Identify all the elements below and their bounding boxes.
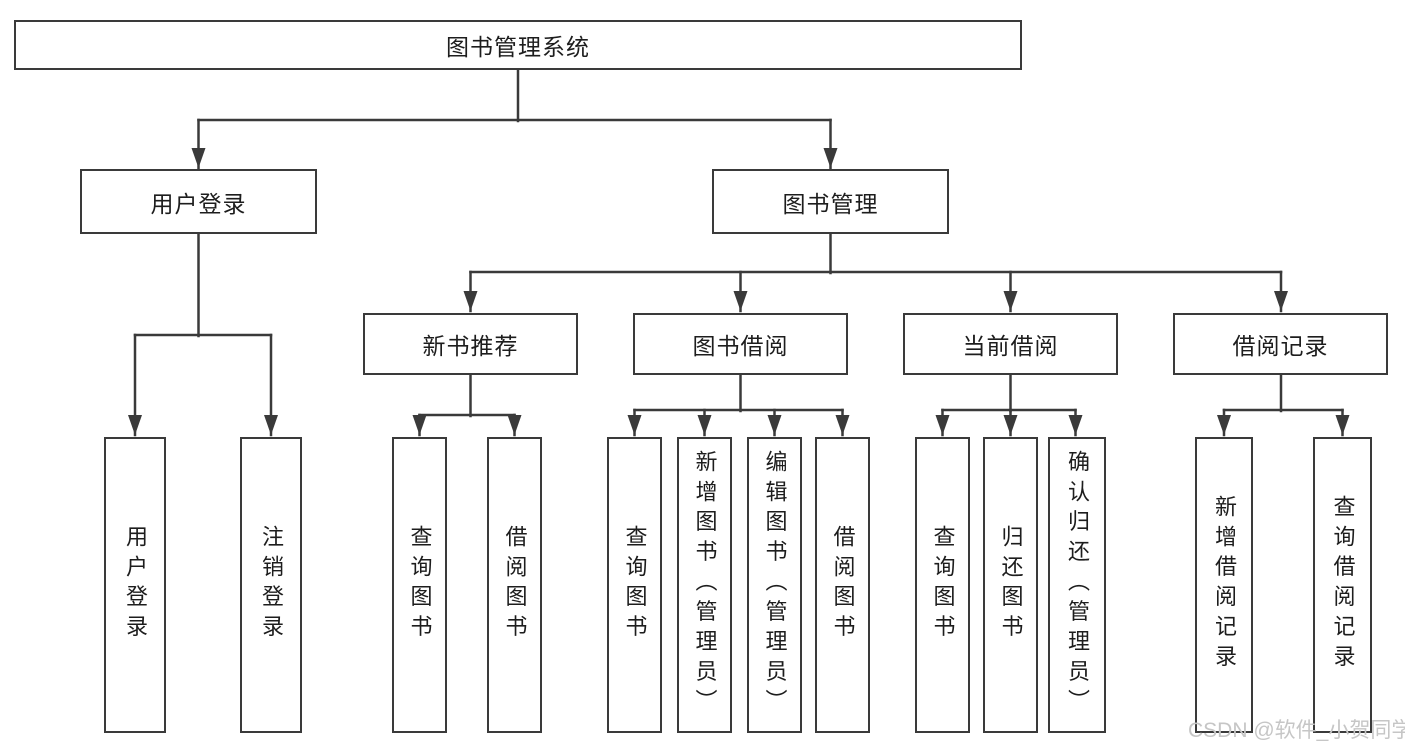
node-current-borrowing: 当前借阅 bbox=[903, 313, 1118, 375]
node-user-login-branch-label: 用户登录 bbox=[150, 190, 247, 217]
node-book-borrowing-label: 图书借阅 bbox=[692, 333, 789, 359]
node-nb-query-books: 查询图书 bbox=[392, 437, 447, 733]
node-library-system-label: 图书管理系统 bbox=[446, 34, 590, 60]
node-br-add-record-label: 新增借阅记录 bbox=[1212, 495, 1237, 675]
node-current-borrowing-label: 当前借阅 bbox=[962, 333, 1059, 359]
node-cb-query-books-label: 查询图书 bbox=[930, 525, 956, 645]
node-new-book-recommend: 新书推荐 bbox=[363, 313, 578, 375]
node-book-management-label: 图书管理 bbox=[782, 190, 879, 217]
watermark: CSDN @软件_小贺同学 bbox=[1188, 719, 1405, 742]
node-user-login-branch: 用户登录 bbox=[80, 169, 317, 234]
node-bb-edit-books-admin: 编辑图书（管理员） bbox=[747, 437, 802, 733]
node-bb-query-books-label: 查询图书 bbox=[622, 525, 648, 645]
node-br-add-record: 新增借阅记录 bbox=[1195, 437, 1253, 733]
node-bb-add-books-admin-label: 新增图书（管理员） bbox=[692, 450, 718, 720]
node-new-book-recommend-label: 新书推荐 bbox=[422, 333, 519, 359]
node-bb-query-books: 查询图书 bbox=[607, 437, 662, 733]
node-nb-borrow-books-label: 借阅图书 bbox=[502, 525, 528, 645]
node-book-management: 图书管理 bbox=[712, 169, 949, 234]
node-nb-borrow-books: 借阅图书 bbox=[487, 437, 542, 733]
node-bb-borrow-books: 借阅图书 bbox=[815, 437, 870, 733]
node-cb-query-books: 查询图书 bbox=[915, 437, 970, 733]
node-br-query-record-label: 查询借阅记录 bbox=[1330, 495, 1356, 675]
node-bb-borrow-books-label: 借阅图书 bbox=[830, 525, 856, 645]
node-logout-leaf-label: 注销登录 bbox=[259, 525, 284, 645]
node-cb-confirm-return-admin-label: 确认归还（管理员） bbox=[1065, 450, 1090, 720]
node-user-login-leaf-label: 用户登录 bbox=[123, 525, 148, 645]
node-bb-edit-books-admin-label: 编辑图书（管理员） bbox=[762, 450, 788, 720]
node-logout-leaf: 注销登录 bbox=[240, 437, 302, 733]
node-book-borrowing: 图书借阅 bbox=[633, 313, 848, 375]
node-nb-query-books-label: 查询图书 bbox=[407, 525, 433, 645]
node-cb-confirm-return-admin: 确认归还（管理员） bbox=[1048, 437, 1106, 733]
node-borrowing-records-label: 借阅记录 bbox=[1232, 333, 1329, 359]
node-cb-return-books: 归还图书 bbox=[983, 437, 1038, 733]
node-library-system: 图书管理系统 bbox=[14, 20, 1022, 70]
node-br-query-record: 查询借阅记录 bbox=[1313, 437, 1372, 733]
node-bb-add-books-admin: 新增图书（管理员） bbox=[677, 437, 732, 733]
node-user-login-leaf: 用户登录 bbox=[104, 437, 166, 733]
node-cb-return-books-label: 归还图书 bbox=[998, 525, 1024, 645]
node-borrowing-records: 借阅记录 bbox=[1173, 313, 1388, 375]
